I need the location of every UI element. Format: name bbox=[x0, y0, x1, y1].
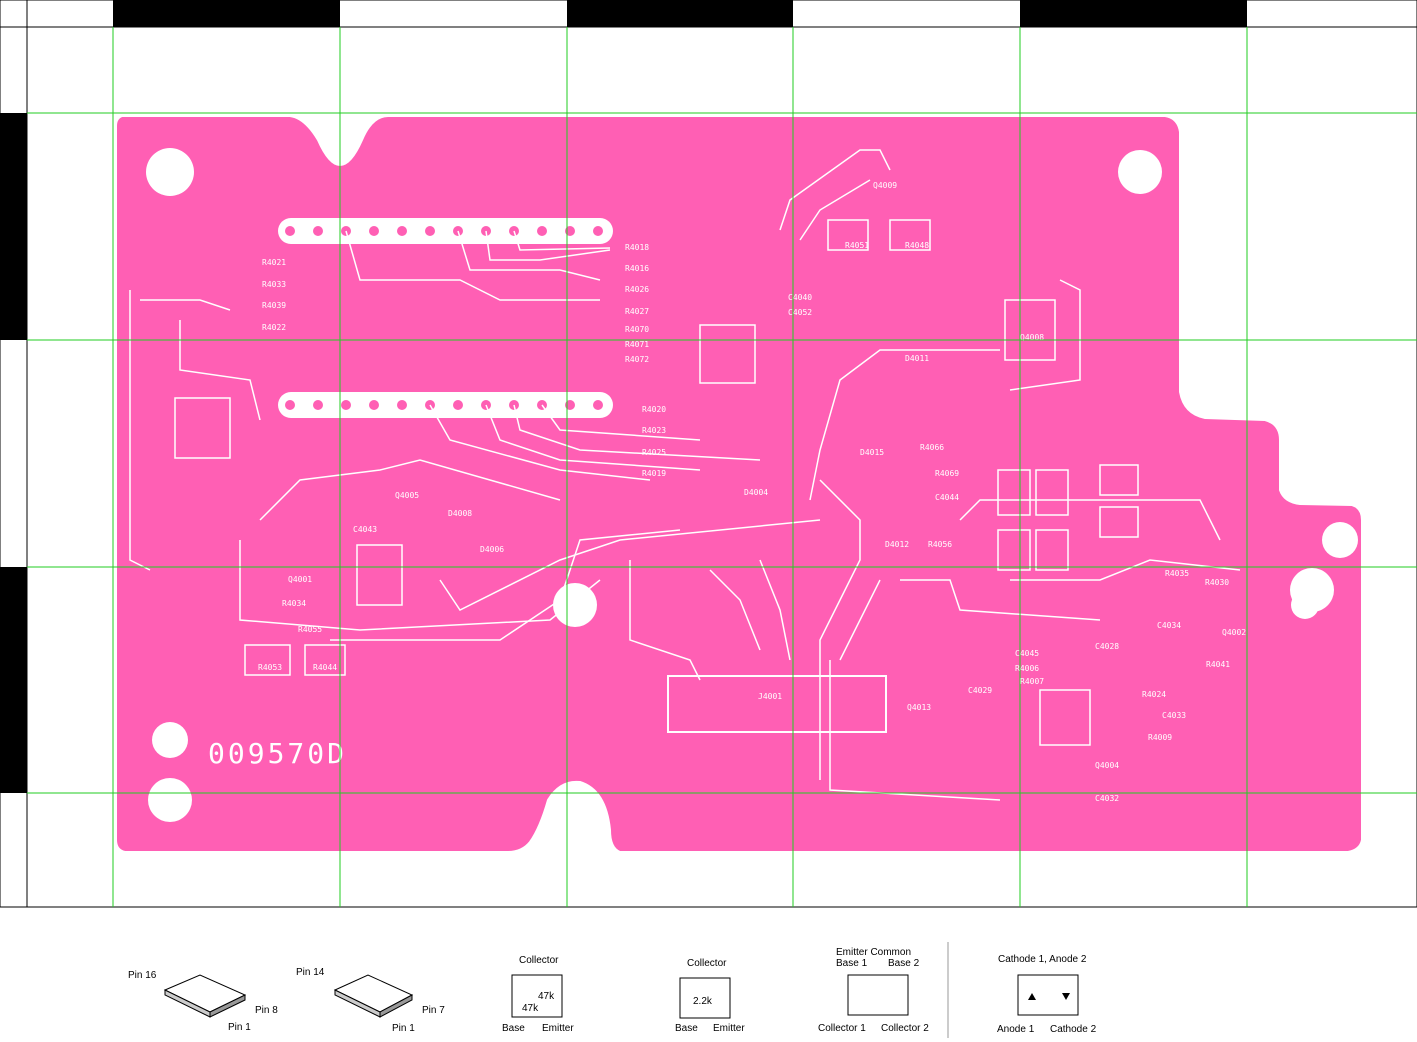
legend-tb-r2: 47k bbox=[522, 1003, 539, 1014]
legend-ic16-pin8: Pin 8 bbox=[255, 1005, 278, 1016]
label-c4040: C4040 bbox=[788, 293, 812, 302]
label-c4029: C4029 bbox=[968, 686, 992, 695]
label-r4051: R4051 bbox=[845, 241, 869, 250]
label-r4007: R4006 bbox=[1015, 664, 1039, 673]
legend-ts-base: Base bbox=[675, 1023, 698, 1034]
legend-ic16: Pin 16 Pin 8 Pin 1 bbox=[128, 970, 278, 1033]
board-id: 009570D bbox=[208, 737, 347, 770]
label-q4008: Q4008 bbox=[1020, 333, 1044, 342]
legend-ic16-pin16: Pin 16 bbox=[128, 970, 157, 981]
label-r4047: R4044 bbox=[313, 663, 337, 672]
legend-dd-cathode2: Cathode 2 bbox=[1050, 1024, 1097, 1035]
label-d4006: D4008 bbox=[448, 509, 472, 518]
top-pad-row bbox=[278, 218, 613, 418]
traces bbox=[129, 149, 1241, 801]
legend-ic14-pin14: Pin 14 bbox=[296, 967, 325, 978]
legend-ic14-pin7: Pin 7 bbox=[422, 1005, 445, 1016]
label-d4012: C4044 bbox=[935, 493, 959, 502]
label-c4033: R4024 bbox=[1142, 690, 1166, 699]
label-d4004: D4004 bbox=[744, 488, 768, 497]
legend-dt-base1: Base 1 bbox=[836, 958, 868, 969]
legend-ic16-pin1: Pin 1 bbox=[228, 1022, 251, 1033]
grid-lines bbox=[27, 27, 1417, 907]
label-r4015: C4032 bbox=[1095, 794, 1119, 803]
label-q4005: R4030 bbox=[1205, 578, 1229, 587]
legend-dd-anode1: Anode 1 bbox=[997, 1024, 1035, 1035]
label-j4001: J4001 bbox=[758, 692, 782, 701]
label-q4009: Q4009 bbox=[873, 181, 897, 190]
label-r4068: D4015 bbox=[860, 448, 884, 457]
label-r4018: R4018 bbox=[625, 243, 649, 252]
legend-dt-collector2: Collector 2 bbox=[881, 1023, 929, 1034]
label-r4071: R4071 bbox=[625, 340, 649, 349]
label-r4072: R4072 bbox=[625, 355, 649, 364]
label-c4034: C4033 bbox=[1162, 711, 1186, 720]
label-c4052: C4052 bbox=[788, 308, 812, 317]
label-q4013: Q4013 bbox=[907, 703, 931, 712]
legend-ic14-pin1: Pin 1 bbox=[392, 1023, 415, 1034]
legend-tb-collector: Collector bbox=[519, 955, 559, 966]
label-r4039: R4039 bbox=[262, 301, 286, 310]
label-c4044: R4069 bbox=[935, 469, 959, 478]
label-r4034: Q4001 bbox=[288, 575, 312, 584]
label-r4020: R4020 bbox=[642, 405, 666, 414]
legend-tb-base: Base bbox=[502, 1023, 525, 1034]
label-r4017: R4056 bbox=[928, 540, 952, 549]
legend-dd-top: Cathode 1, Anode 2 bbox=[998, 954, 1087, 965]
legend-dual-diode: Cathode 1, Anode 2 Anode 1 Cathode 2 bbox=[997, 954, 1097, 1035]
label-r4019: R4019 bbox=[642, 469, 666, 478]
legend-dt-top: Emitter Common bbox=[836, 947, 911, 958]
label-r4026: R4026 bbox=[625, 285, 649, 294]
mounting-holes bbox=[146, 148, 1358, 822]
label-r4040: R4041 bbox=[1206, 660, 1230, 669]
label-r4016: R4016 bbox=[625, 264, 649, 273]
label-r4013: C4028 bbox=[1095, 642, 1119, 651]
label-r4022: R4022 bbox=[262, 323, 286, 332]
label-d4011: D4011 bbox=[905, 354, 929, 363]
label-r4023: R4023 bbox=[642, 426, 666, 435]
label-r4044: R4053 bbox=[258, 663, 282, 672]
label-r4055: R4034 bbox=[282, 599, 306, 608]
label-r4030: R4035 bbox=[1165, 569, 1189, 578]
legend-tb-r1: 47k bbox=[538, 991, 555, 1002]
label-r4033: R4033 bbox=[262, 280, 286, 289]
legend-ts-r1: 2.2k bbox=[693, 996, 713, 1007]
label-r4021: R4021 bbox=[262, 258, 286, 267]
legend-transistor-single: Collector 2.2k Base Emitter bbox=[675, 958, 745, 1034]
label-r4006: C4045 bbox=[1015, 649, 1039, 658]
legend-dt-collector1: Collector 1 bbox=[818, 1023, 866, 1034]
label-c4028: R4007 bbox=[1020, 677, 1044, 686]
legend-dual-transistor: Emitter Common Base 1 Base 2 Collector 1… bbox=[818, 947, 929, 1034]
label-c4032: Q4004 bbox=[1095, 761, 1119, 770]
label-r4041: Q4002 bbox=[1222, 628, 1246, 637]
legend-ts-collector: Collector bbox=[687, 958, 727, 969]
labels: R4021 R4033 R4039 R4022 R4018 R4016 R402… bbox=[208, 181, 1246, 803]
legend-transistor-bias: Collector 47k 47k Base Emitter bbox=[502, 955, 574, 1034]
label-r4056: D4012 bbox=[885, 540, 909, 549]
label-r4032: R4009 bbox=[1148, 733, 1172, 742]
legend-ts-emitter: Emitter bbox=[713, 1023, 745, 1034]
label-d4013: D4006 bbox=[480, 545, 504, 554]
pad-holes bbox=[285, 226, 603, 410]
legend-dt-base2: Base 2 bbox=[888, 958, 920, 969]
legend-ic14: Pin 14 Pin 7 Pin 1 bbox=[296, 967, 445, 1034]
ic-outlines bbox=[174, 219, 1139, 746]
label-r4025: R4025 bbox=[642, 448, 666, 457]
label-r4048: R4048 bbox=[905, 241, 929, 250]
legend-tb-emitter: Emitter bbox=[542, 1023, 574, 1034]
label-d4008: C4043 bbox=[353, 525, 377, 534]
label-d4015: R4066 bbox=[920, 443, 944, 452]
label-r4027: R4027 bbox=[625, 307, 649, 316]
label-c4030: C4034 bbox=[1157, 621, 1181, 630]
label-r4053: R4055 bbox=[298, 625, 322, 634]
label-r4070: R4070 bbox=[625, 325, 649, 334]
label-q4007: Q4005 bbox=[395, 491, 419, 500]
